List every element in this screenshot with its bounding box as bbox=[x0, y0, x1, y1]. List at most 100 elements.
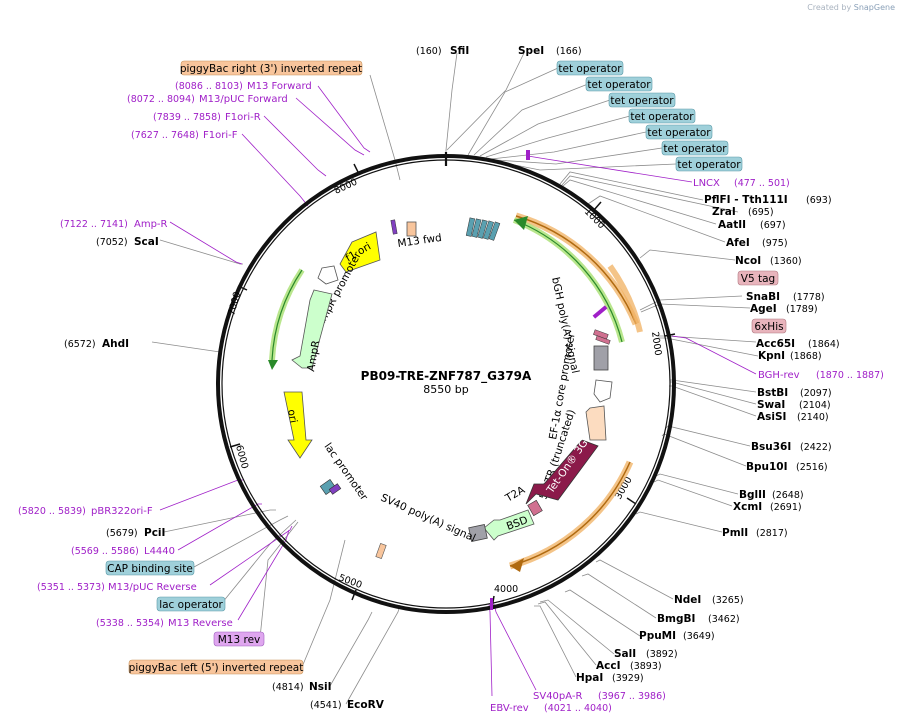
feature-ori bbox=[283, 391, 313, 459]
enzyme-pflfi: PflFI - Tth111I bbox=[704, 194, 788, 206]
enzyme-sali-pos: (3892) bbox=[646, 649, 678, 660]
feature-f1-ori bbox=[339, 231, 381, 273]
primer-labels: LNCX (477 .. 501) BGH-rev (1870 .. 1887)… bbox=[18, 81, 884, 714]
enzyme-bpu10i-pos: (2516) bbox=[796, 462, 828, 473]
feature-ef1a-promoter bbox=[593, 379, 613, 403]
enzyme-kpni-pos: (1868) bbox=[790, 351, 822, 362]
enzyme-bsu36i-pos: (2422) bbox=[800, 442, 832, 453]
enzyme-pmli-pos: (2817) bbox=[756, 528, 788, 539]
enzyme-acci-pos: (3893) bbox=[630, 661, 662, 672]
enzyme-ecorv: EcoRV bbox=[347, 699, 385, 711]
enzyme-scai-pos: (7052) bbox=[96, 237, 128, 248]
enzyme-sfii-pos: (160) bbox=[416, 46, 442, 57]
enzyme-ppumi-pos: (3649) bbox=[683, 631, 715, 642]
snapgene-logo-text: SnapGene bbox=[853, 3, 895, 12]
feature-m13-rev-mark bbox=[328, 483, 342, 495]
enzyme-aatii-pos: (697) bbox=[760, 220, 786, 231]
primer-m13-puc-forward-pos: (8072 .. 8094) bbox=[127, 94, 195, 105]
primer-pbr322ori-f: pBR322ori-F bbox=[91, 506, 153, 517]
primer-m13-puc-reverse: M13/pUC Reverse bbox=[108, 582, 197, 593]
enzyme-bsu36i: Bsu36I bbox=[751, 441, 791, 453]
enzyme-agei: AgeI bbox=[750, 303, 777, 315]
primer-f1ori-f-pos: (7627 .. 7648) bbox=[131, 130, 199, 141]
enzyme-bglii-pos: (2648) bbox=[772, 490, 804, 501]
enzyme-bstbi: BstBI bbox=[757, 387, 788, 399]
primer-m13-reverse: M13 Reverse bbox=[168, 618, 233, 629]
map-length: 8550 bp bbox=[423, 383, 468, 396]
primer-f1ori-r: F1ori-R bbox=[225, 112, 261, 123]
enzyme-pcii: PciI bbox=[144, 527, 165, 539]
feature-ampr bbox=[291, 289, 333, 369]
enzyme-swai-pos: (2104) bbox=[799, 400, 831, 411]
enzyme-nsii-pos: (4814) bbox=[272, 682, 304, 693]
green-arc-left-head bbox=[268, 360, 278, 370]
primer-leader-lines bbox=[159, 85, 757, 697]
enzyme-labels: (160) SfiI SpeI (166) PflFI - Tth111I (6… bbox=[64, 45, 840, 711]
enzyme-agei-pos: (1789) bbox=[786, 304, 818, 315]
box-v5-tag: V5 tag bbox=[741, 273, 775, 285]
primer-bgh-rev-pos: (1870 .. 1887) bbox=[816, 370, 884, 381]
primer-m13-forward: M13 Forward bbox=[247, 81, 312, 92]
enzyme-zrai: ZraI bbox=[712, 206, 736, 218]
box-tet-operator-4: tet operator bbox=[630, 111, 694, 123]
enzyme-asisi: AsiSI bbox=[757, 411, 786, 423]
feature-his-mark bbox=[595, 335, 611, 345]
primer-l4440: L4440 bbox=[144, 546, 175, 557]
box-tet-operator-2: tet operator bbox=[587, 79, 651, 91]
primer-lncx-pos: (477 .. 501) bbox=[734, 178, 790, 189]
primer-l4440-pos: (5569 .. 5586) bbox=[71, 546, 139, 557]
enzyme-swai: SwaI bbox=[757, 399, 785, 411]
feature-boxes: piggyBac right (3') inverted repeat tet … bbox=[105, 60, 787, 675]
enzyme-ahdi-pos: (6572) bbox=[64, 339, 96, 350]
feature-piggybac-left-mark bbox=[375, 543, 387, 559]
green-arc-right-line bbox=[513, 219, 623, 343]
enzyme-bstbi-pos: (2097) bbox=[800, 388, 832, 399]
enzyme-pcii-pos: (5679) bbox=[106, 528, 138, 539]
tick-4000: 4000 bbox=[494, 584, 518, 595]
primer-m13-reverse-pos: (5338 .. 5354) bbox=[96, 618, 164, 629]
tick-2000: 2000 bbox=[649, 331, 663, 356]
enzyme-ndei-pos: (3265) bbox=[712, 595, 744, 606]
outer-arc-3-line bbox=[509, 461, 631, 567]
tick-8000: 8000 bbox=[333, 177, 360, 197]
primer-lncx-mark bbox=[526, 150, 530, 160]
feature-m13-fwd-primer bbox=[390, 219, 398, 235]
box-tet-operator-3: tet operator bbox=[610, 95, 674, 107]
enzyme-zrai-pos: (695) bbox=[748, 207, 774, 218]
primer-amp-r: Amp-R bbox=[134, 219, 168, 230]
box-tet-operator-1: tet operator bbox=[558, 63, 622, 75]
feature-t2a bbox=[527, 499, 543, 517]
enzyme-pflfi-pos: (693) bbox=[806, 195, 832, 206]
enzyme-bpu10i: Bpu10I bbox=[746, 461, 788, 473]
green-arc-left bbox=[269, 268, 305, 361]
enzyme-aatii: AatII bbox=[718, 219, 746, 231]
enzyme-hpai-pos: (3929) bbox=[612, 673, 644, 684]
tick-1000: 1000 bbox=[582, 206, 607, 231]
primer-m13-forward-pos: (8086 .. 8103) bbox=[175, 81, 243, 92]
enzyme-kpni: KpnI bbox=[758, 350, 785, 362]
feature-ori-label: ori bbox=[285, 408, 299, 424]
enzyme-acc65i-pos: (1864) bbox=[808, 339, 840, 350]
primer-m13-puc-reverse-pos: (5351 .. 5373) bbox=[37, 582, 105, 593]
enzyme-afei: AfeI bbox=[726, 237, 750, 249]
primer-bgh-rev: BGH-rev bbox=[758, 370, 800, 381]
enzyme-pmli: PmlI bbox=[722, 527, 748, 539]
primer-sv40pa-r: SV40pA-R bbox=[533, 691, 582, 702]
enzyme-nsii: NsiI bbox=[309, 681, 332, 693]
enzyme-hpai: HpaI bbox=[576, 672, 603, 684]
primer-ebv-rev-pos: (4021 .. 4040) bbox=[544, 703, 612, 714]
feature-m13-fwd-label: M13 fwd bbox=[397, 232, 443, 250]
primer-f1ori-f: F1ori-F bbox=[203, 130, 238, 141]
green-arc-left-line bbox=[271, 269, 303, 361]
tick-7000: 7000 bbox=[226, 291, 243, 317]
enzyme-spei-pos: (166) bbox=[556, 46, 582, 57]
enzyme-bglii: BglII bbox=[739, 489, 766, 501]
primer-ebv-rev: EBV-rev bbox=[490, 703, 529, 714]
enzyme-ecorv-pos: (4541) bbox=[310, 700, 342, 711]
enzyme-acc65i: Acc65I bbox=[756, 338, 795, 350]
feature-5ltr bbox=[585, 405, 607, 441]
leader-lines bbox=[151, 52, 759, 705]
primer-amp-r-pos: (7122 .. 7141) bbox=[60, 219, 128, 230]
primer-m13-puc-forward: M13/pUC Forward bbox=[199, 94, 288, 105]
